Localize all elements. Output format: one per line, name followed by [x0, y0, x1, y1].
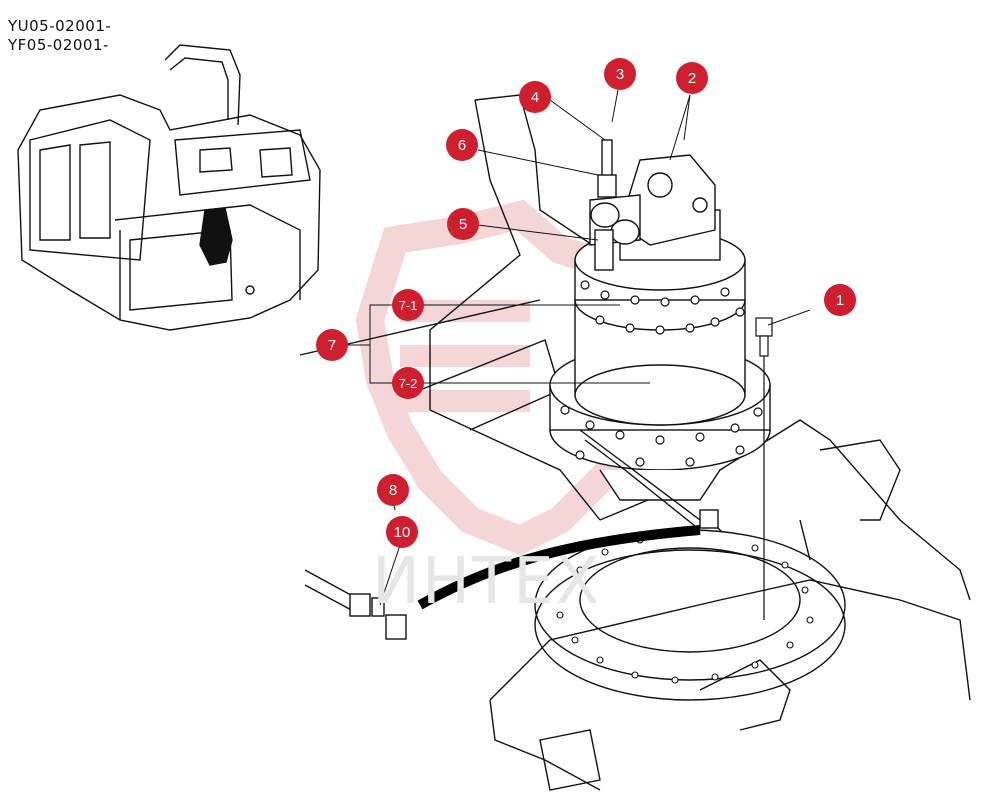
- hose-assembly: [304, 429, 723, 640]
- serial-range-2: YF05-02001-: [8, 36, 109, 54]
- mounting-bolt: [755, 317, 773, 620]
- callout-7: 7: [316, 329, 348, 361]
- callout-1: 1: [824, 284, 856, 316]
- serial-range-1: YU05-02001-: [8, 17, 112, 35]
- leader-lines: [348, 89, 811, 606]
- swing-motor: [549, 139, 771, 501]
- callout-3: 3: [604, 58, 636, 90]
- callout-4: 4: [519, 81, 551, 113]
- callout-6: 6: [446, 129, 478, 161]
- callout-7-2: 7-2: [392, 367, 424, 399]
- callout-8: 8: [377, 474, 409, 506]
- callout-7-1: 7-1: [392, 289, 424, 321]
- callout-10: 10: [386, 516, 418, 548]
- flange-bolts: [560, 280, 763, 467]
- bearing-holes: [556, 536, 814, 684]
- callout-2: 2: [676, 62, 708, 94]
- watermark-text: ИНТЕХ: [372, 545, 602, 619]
- callout-5: 5: [447, 208, 479, 240]
- excavator-overview: [17, 44, 321, 331]
